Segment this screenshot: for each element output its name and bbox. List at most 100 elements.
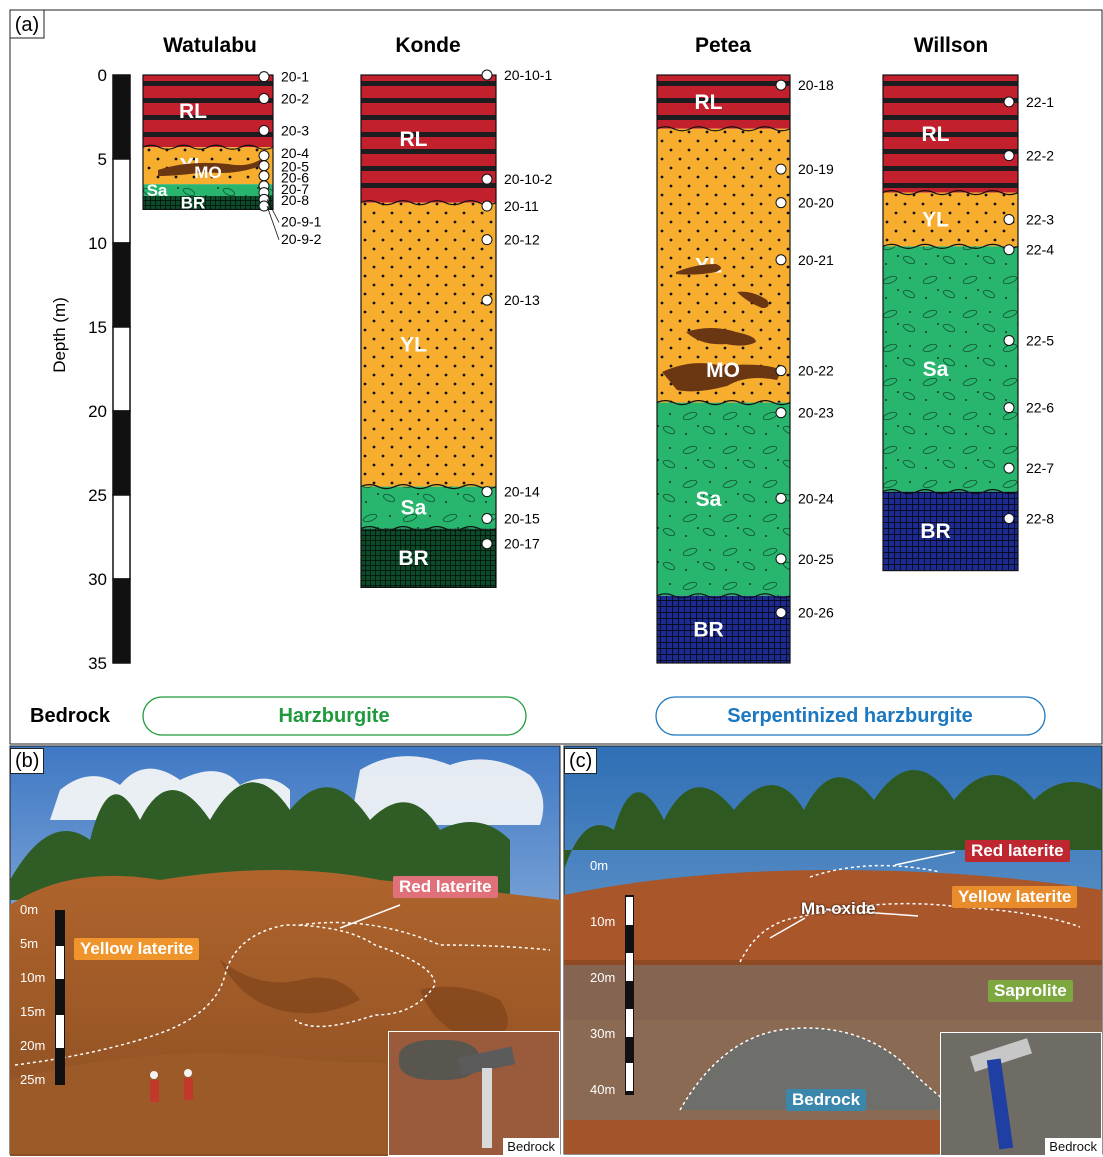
sample-id-label: 20-15 — [504, 511, 540, 527]
sample-id-label: 20-25 — [798, 551, 834, 567]
layer-code-label: RL — [179, 100, 207, 123]
sample-id-label: 20-4 — [281, 145, 309, 161]
layer-rl — [361, 75, 496, 203]
sample-point — [481, 200, 493, 212]
tag-c-yellow-laterite: Yellow laterite — [952, 886, 1078, 908]
layer-code-label: RL — [922, 123, 950, 146]
sample-point — [775, 607, 787, 619]
sample-point — [775, 197, 787, 209]
sample-id-label: 20-17 — [504, 536, 540, 552]
sample-id-label: 22-6 — [1026, 400, 1054, 416]
sample-point — [775, 407, 787, 419]
laterite-profiles: WatulabuRLYLSaBRMO20-120-220-320-420-520… — [142, 34, 1054, 664]
sample-point — [775, 553, 787, 565]
panel-a-label-box — [9, 9, 45, 39]
layer-code-label: YL — [400, 334, 427, 357]
sample-id-label: 22-2 — [1026, 148, 1054, 164]
sample-point — [1003, 150, 1015, 162]
sample-point — [481, 173, 493, 185]
layer-br — [143, 195, 273, 210]
sample-id-label: 20-10-1 — [504, 67, 552, 83]
sample-id-label: 22-4 — [1026, 242, 1054, 258]
layer-code-label: RL — [695, 91, 723, 114]
sample-id-label: 20-19 — [798, 161, 834, 177]
sample-point — [481, 234, 493, 246]
sample-point — [1003, 213, 1015, 225]
tag-b-yellow-laterite: Yellow laterite — [74, 938, 200, 960]
serpentinized-label: Serpentinized harzburgite — [727, 705, 973, 727]
sample-point — [1003, 513, 1015, 525]
panel-a-label: (a) — [15, 14, 39, 36]
sample-id-label: 20-26 — [798, 605, 834, 621]
sample-point — [1003, 96, 1015, 108]
sample-id-label: 22-7 — [1026, 460, 1054, 476]
sample-point — [775, 365, 787, 377]
scale-label: 20m — [590, 970, 616, 985]
tag-c-red-laterite: Red laterite — [965, 840, 1070, 862]
sample-id-label: 22-8 — [1026, 511, 1054, 527]
depth-tick-label: 10 — [88, 234, 107, 253]
depth-scale-segment — [112, 158, 131, 244]
layer-code-label: BR — [398, 547, 428, 570]
scale-label: 15m — [20, 1004, 46, 1019]
layer-br — [883, 491, 1018, 571]
sample-point — [481, 69, 493, 81]
sample-id-label: 20-24 — [798, 490, 834, 506]
sample-id-label: 20-6 — [281, 170, 309, 186]
profile-name: Watulabu — [163, 34, 257, 57]
sample-point — [775, 492, 787, 504]
scale-label: 5m — [20, 936, 39, 951]
sample-id-label: 20-2 — [281, 91, 309, 107]
layer-code-label: BR — [920, 520, 950, 543]
profile-willson: WillsonRLYLSaBR22-122-222-322-422-522-62… — [882, 34, 1054, 572]
scale-bar-c — [625, 895, 634, 1095]
sample-id-label: 20-8 — [281, 192, 309, 208]
bedrock-row-label: Bedrock — [30, 705, 111, 727]
sample-point — [258, 93, 270, 105]
depth-tick-label: 35 — [88, 654, 107, 673]
tag-c-saprolite: Saprolite — [988, 980, 1073, 1002]
depth-tick-label: 20 — [88, 402, 107, 421]
harzburgite-box — [142, 696, 527, 736]
sample-point — [481, 513, 493, 525]
sample-point — [258, 200, 270, 212]
sample-id-label: 20-22 — [798, 363, 834, 379]
layer-code-label: Sa — [696, 488, 722, 511]
depth-scale-segment — [112, 410, 131, 496]
sample-id-label: 20-9-2 — [281, 231, 322, 247]
scale-label: 0m — [590, 858, 609, 873]
inset-c-caption: Bedrock — [1045, 1138, 1101, 1155]
layer-code-label: RL — [400, 128, 428, 151]
tag-c-bedrock: Bedrock — [786, 1089, 867, 1111]
sample-point — [258, 160, 270, 172]
layer-code-label: YL — [922, 208, 949, 231]
profile-watulabu: WatulabuRLYLSaBRMO20-120-220-320-420-520… — [142, 34, 322, 247]
tag-b-red-laterite: Red laterite — [393, 876, 498, 898]
layer-code-label: Sa — [923, 358, 949, 381]
sample-id-label: 20-13 — [504, 292, 540, 308]
scale-label: 0m — [20, 902, 39, 917]
sample-id-label: 20-12 — [504, 232, 540, 248]
sample-id-label: 20-10-2 — [504, 171, 552, 187]
profile-name: Willson — [914, 34, 988, 57]
scale-label: 30m — [590, 1026, 616, 1041]
sample-id-label: 20-18 — [798, 77, 834, 93]
depth-scale-segment — [112, 326, 131, 412]
sample-point — [258, 71, 270, 83]
scale-label: 10m — [590, 914, 616, 929]
sample-point — [258, 150, 270, 162]
serpentinized-box — [655, 696, 1046, 736]
sample-id-label: 20-7 — [281, 181, 309, 197]
layer-code-label: Sa — [147, 181, 168, 200]
sample-point — [258, 170, 270, 182]
sample-point — [481, 538, 493, 550]
scale-label: 20m — [20, 1038, 46, 1053]
depth-tick-label: 0 — [98, 66, 107, 85]
layer-br — [657, 595, 790, 663]
profile-name: Konde — [395, 34, 460, 57]
depth-tick-label: 15 — [88, 318, 107, 337]
depth-scale-segment — [112, 494, 131, 580]
sample-id-label: 20-20 — [798, 195, 834, 211]
layer-code-label: BR — [693, 618, 723, 641]
